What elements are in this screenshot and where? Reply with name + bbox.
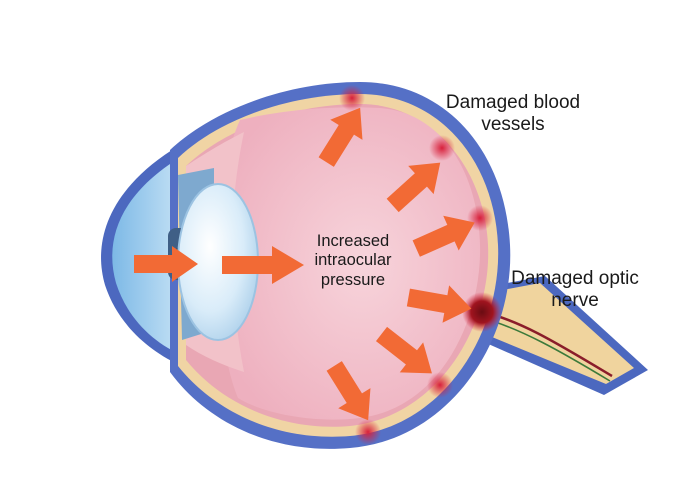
pressure-arrow [318, 107, 363, 167]
damage-spot [429, 135, 455, 161]
label-damaged-blood-vessels: Damaged blood vessels [445, 92, 581, 136]
pressure-arrow [134, 246, 198, 282]
pressure-arrow [222, 246, 304, 284]
damaged-blood-vessel-spots [339, 85, 493, 445]
damage-spot [427, 372, 453, 398]
pressure-arrow [375, 326, 432, 374]
pressure-arrow [412, 215, 475, 257]
damage-spot [355, 419, 381, 445]
label-damaged-optic-nerve: Damaged optic nerve [511, 268, 639, 312]
pressure-arrow [406, 285, 472, 323]
pressure-arrows [134, 107, 475, 421]
label-increased-intraocular-pressure: Increased intraocular pressure [314, 232, 392, 289]
pressure-arrow [326, 361, 371, 421]
damage-spot [339, 85, 365, 111]
damaged-optic-disc [462, 292, 502, 332]
pressure-arrow [386, 162, 441, 213]
